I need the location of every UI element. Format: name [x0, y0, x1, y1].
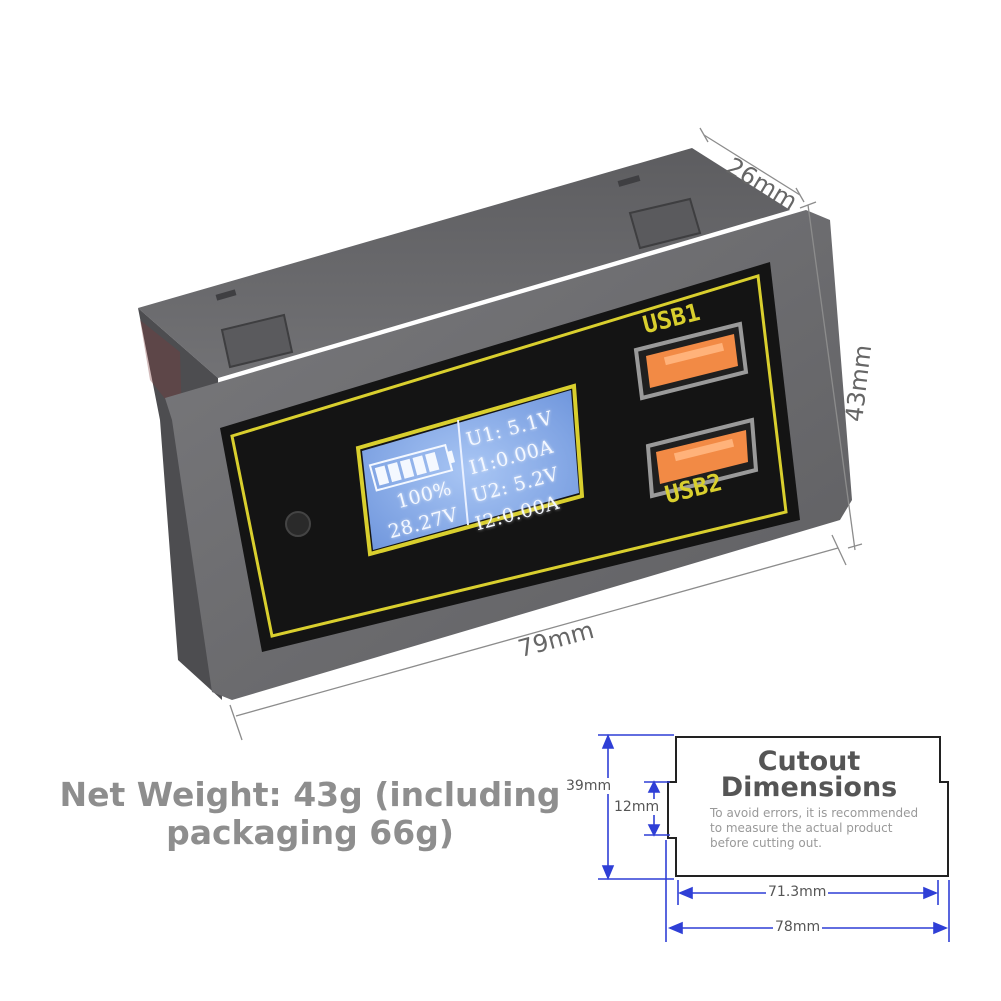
cutout-dim-71: 71.3mm	[766, 884, 829, 900]
battery-icon	[368, 443, 456, 492]
cutout-drawing	[598, 733, 950, 942]
usb2-port	[645, 417, 759, 499]
power-button	[285, 511, 311, 537]
lcd-screen	[355, 383, 585, 557]
cutout-dim-78: 78mm	[773, 919, 823, 935]
cutout-dim-12: 12mm	[612, 799, 662, 815]
cutout-title-line2: Dimensions	[720, 772, 898, 803]
usb1-port	[633, 321, 749, 401]
cutout-title-line1: Cutout	[757, 746, 861, 777]
cutout-dim-39: 39mm	[564, 778, 614, 794]
dimension-lines	[229, 127, 863, 741]
net-weight-text: Net Weight: 43g (including packaging 66g…	[59, 775, 561, 852]
cutout-note: To avoid errors, it is recommended to me…	[710, 806, 919, 850]
